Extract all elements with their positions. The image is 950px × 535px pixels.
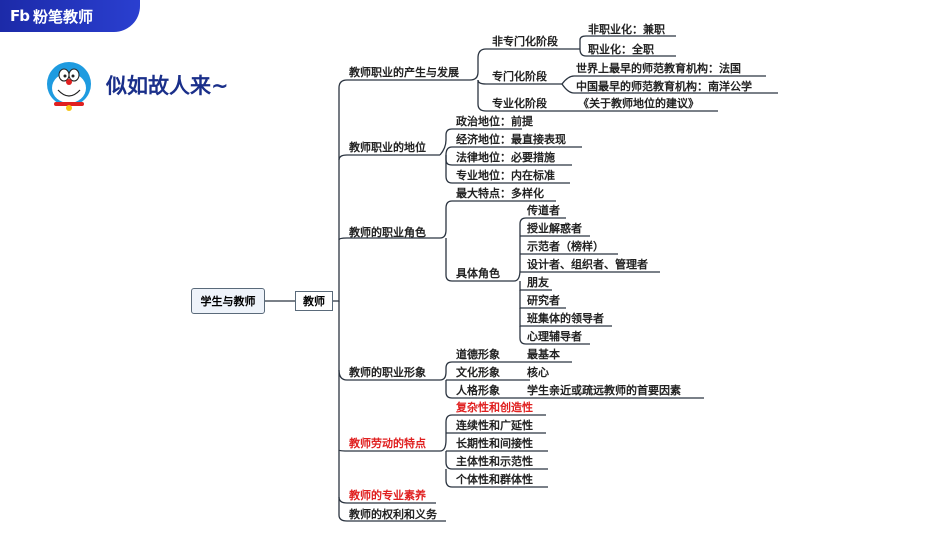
brand-logo: Fb bbox=[10, 7, 30, 25]
node-specialized[interactable]: 专门化阶段 bbox=[492, 70, 547, 83]
node-role[interactable]: 教师的职业角色 bbox=[349, 226, 426, 239]
node-image-name[interactable]: 道德形象 bbox=[456, 348, 500, 361]
node-status-item[interactable]: 法律地位：必要措施 bbox=[456, 151, 555, 164]
node-status-item[interactable]: 政治地位：前提 bbox=[456, 115, 533, 128]
node-quality[interactable]: 教师的专业素养 bbox=[349, 489, 426, 502]
root-node[interactable]: 学生与教师 bbox=[191, 288, 265, 314]
node-status[interactable]: 教师职业的地位 bbox=[349, 141, 426, 154]
node-role-item[interactable]: 研究者 bbox=[527, 294, 560, 307]
node-status-item[interactable]: 专业地位：内在标准 bbox=[456, 169, 555, 182]
node-professional[interactable]: 专业化阶段 bbox=[492, 97, 547, 110]
node-role-item[interactable]: 传道者 bbox=[527, 204, 560, 217]
slogan-title: 似如故人来~ bbox=[106, 74, 229, 98]
node-labor-item[interactable]: 长期性和间接性 bbox=[456, 437, 533, 450]
node-labor-item[interactable]: 连续性和广延性 bbox=[456, 419, 533, 432]
node-specific-role[interactable]: 具体角色 bbox=[456, 267, 500, 280]
node-labor-item[interactable]: 主体性和示范性 bbox=[456, 455, 533, 468]
node-image-name[interactable]: 文化形象 bbox=[456, 366, 500, 379]
node-role-item[interactable]: 授业解惑者 bbox=[527, 222, 582, 235]
node-labor-item[interactable]: 个体性和群体性 bbox=[456, 473, 533, 486]
node-role-feature[interactable]: 最大特点：多样化 bbox=[456, 187, 544, 200]
node-role-item[interactable]: 示范者（榜样） bbox=[527, 240, 604, 253]
node-specialized-item[interactable]: 中国最早的师范教育机构：南洋公学 bbox=[576, 80, 752, 93]
node-non-prof[interactable]: 非专门化阶段 bbox=[492, 35, 558, 48]
node-image-value[interactable]: 学生亲近或疏远教师的首要因素 bbox=[527, 384, 681, 397]
node-professional-item[interactable]: 《关于教师地位的建议》 bbox=[578, 97, 699, 110]
node-labor-item[interactable]: 复杂性和创造性 bbox=[456, 401, 533, 414]
node-image-value[interactable]: 核心 bbox=[527, 366, 549, 379]
node-image[interactable]: 教师的职业形象 bbox=[349, 366, 426, 379]
node-role-item[interactable]: 设计者、组织者、管理者 bbox=[527, 258, 648, 271]
center-node[interactable]: 教师 bbox=[295, 291, 333, 311]
node-status-item[interactable]: 经济地位：最直接表现 bbox=[456, 133, 566, 146]
brand-name: 粉笔教师 bbox=[32, 7, 93, 26]
node-labor[interactable]: 教师劳动的特点 bbox=[349, 437, 426, 450]
node-role-item[interactable]: 班集体的领导者 bbox=[527, 312, 604, 325]
node-image-value[interactable]: 最基本 bbox=[527, 348, 560, 361]
brand-banner: Fb 粉笔教师 bbox=[0, 0, 140, 32]
node-generation[interactable]: 教师职业的产生与发展 bbox=[349, 66, 459, 79]
node-role-item[interactable]: 心理辅导者 bbox=[527, 330, 582, 343]
node-rights[interactable]: 教师的权利和义务 bbox=[349, 508, 437, 521]
node-non-prof-item[interactable]: 职业化：全职 bbox=[588, 43, 654, 56]
node-image-name[interactable]: 人格形象 bbox=[456, 384, 500, 397]
node-specialized-item[interactable]: 世界上最早的师范教育机构：法国 bbox=[576, 62, 741, 75]
node-non-prof-item[interactable]: 非职业化：兼职 bbox=[588, 23, 665, 36]
doraemon-mascot-icon bbox=[47, 62, 91, 111]
node-role-item[interactable]: 朋友 bbox=[527, 276, 549, 289]
